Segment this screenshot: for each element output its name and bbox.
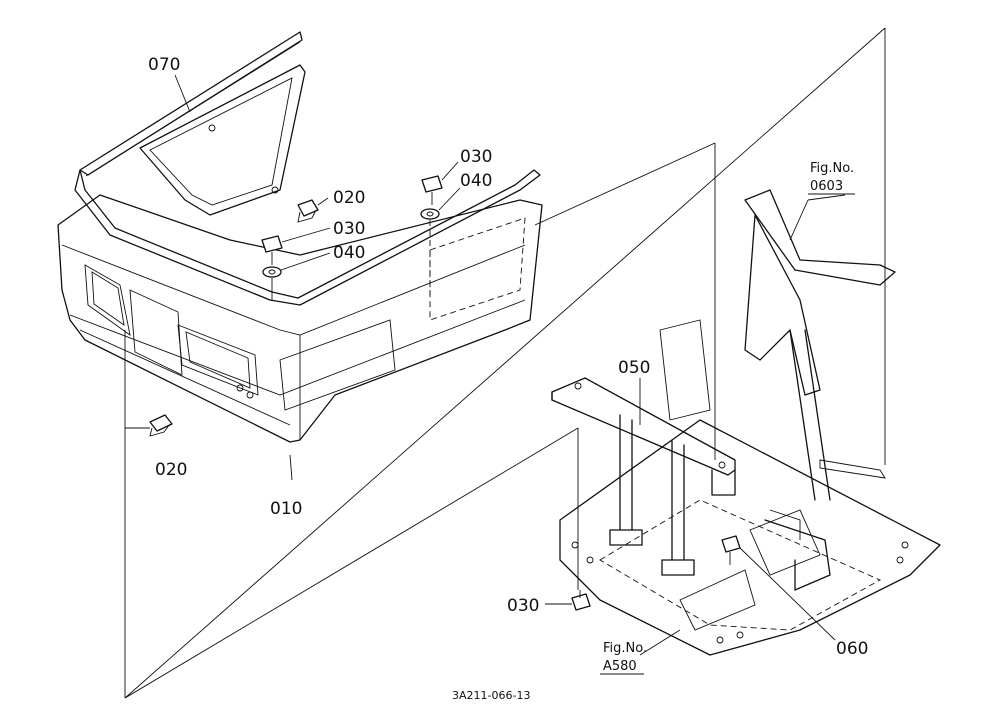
figref-a580-title: Fig.No. [603, 641, 647, 656]
figref-a580-number: A580 [603, 659, 637, 674]
leader-lines [174, 74, 846, 656]
frame-0603 [659, 189, 896, 501]
label-030-right: 030 [460, 147, 492, 167]
drawing-code: 3A211-066-13 [452, 689, 530, 702]
part-030-bolt-lower [545, 590, 591, 611]
part-060-bolt [721, 535, 836, 641]
part-050-bracket [551, 377, 736, 576]
label-070: 070 [148, 55, 180, 75]
label-060: 060 [836, 639, 868, 659]
part-040-washer-left [262, 252, 331, 300]
label-020-lower: 020 [155, 460, 187, 480]
label-030-left: 030 [333, 219, 365, 239]
hood-upper-panel [139, 64, 306, 216]
label-040-right: 040 [460, 171, 492, 191]
label-010: 010 [270, 499, 302, 519]
label-030-lower: 030 [507, 596, 539, 616]
part-040-washer-right [420, 187, 461, 300]
base-plate-a580 [559, 419, 941, 656]
part-020-clip-lower [125, 414, 173, 437]
figref-0603-number: 0603 [810, 179, 843, 194]
label-050: 050 [618, 358, 650, 378]
figref-0603-title: Fig.No. [810, 161, 854, 176]
part-010-front-hood [57, 194, 543, 443]
part-020-clip-upper [297, 197, 329, 223]
part-070-hood-seal [74, 31, 541, 306]
part-030-bolt-left [261, 227, 331, 265]
part-030-bolt-right [421, 161, 459, 205]
assembly-guide-lines [124, 27, 886, 699]
label-040-left: 040 [333, 243, 365, 263]
label-020-upper: 020 [333, 188, 365, 208]
